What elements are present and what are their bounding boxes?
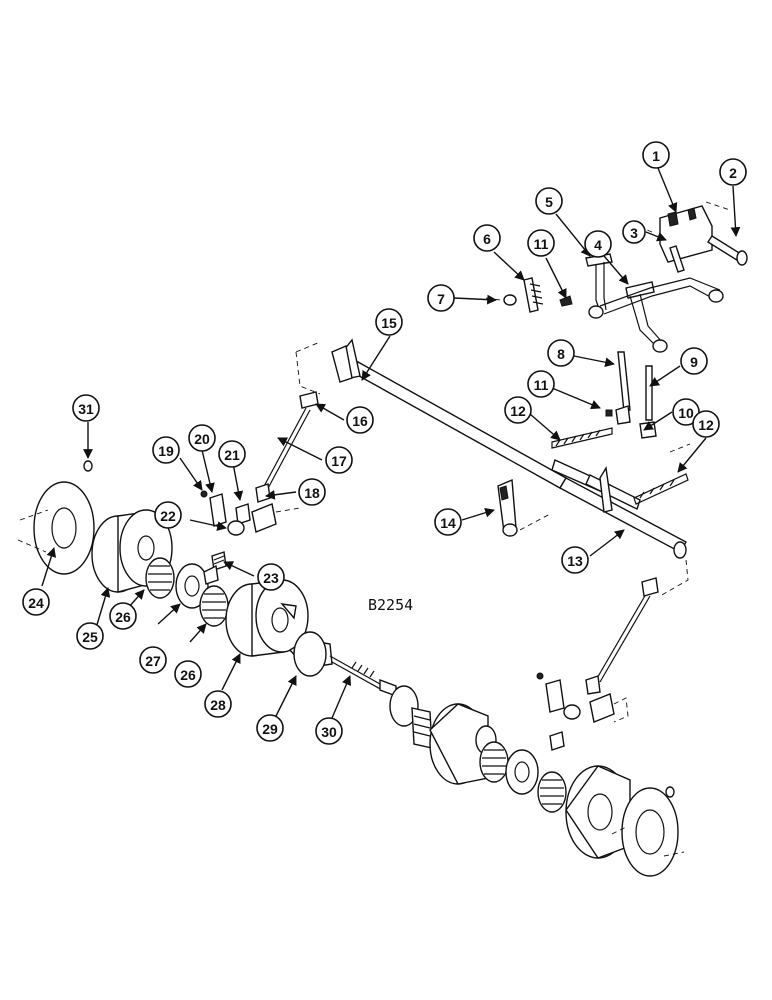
svg-text:20: 20 (194, 431, 210, 447)
svg-text:27: 27 (145, 653, 161, 669)
svg-text:21: 21 (224, 447, 240, 463)
svg-text:15: 15 (381, 315, 397, 331)
svg-text:16: 16 (352, 413, 368, 429)
svg-text:28: 28 (210, 697, 226, 713)
svg-text:18: 18 (304, 485, 320, 501)
callout-5: 5 (535, 187, 563, 215)
callout-7: 7 (427, 284, 455, 312)
figure-code: B2254 (368, 596, 413, 614)
svg-text:24: 24 (28, 595, 44, 611)
svg-text:13: 13 (567, 553, 583, 569)
svg-text:12: 12 (698, 417, 714, 433)
callout-14: 14 (434, 508, 462, 536)
callout-16: 16 (346, 406, 374, 434)
left-link-rod (251, 391, 319, 533)
svg-text:4: 4 (594, 237, 602, 253)
callout-22: 22 (154, 501, 182, 529)
svg-text:8: 8 (557, 346, 565, 362)
svg-text:26: 26 (115, 609, 131, 625)
svg-text:10: 10 (678, 405, 694, 421)
pedal-latch (485, 277, 573, 313)
svg-text:9: 9 (690, 354, 698, 370)
cross-shaft (295, 338, 689, 597)
pedal-bracket (631, 201, 748, 273)
svg-text:22: 22 (160, 508, 176, 524)
callout-15: 15 (375, 308, 403, 336)
svg-text:11: 11 (534, 236, 549, 252)
svg-text:5: 5 (545, 194, 553, 210)
callout-1: 1 (642, 141, 670, 169)
svg-text:11: 11 (534, 377, 549, 393)
left-small-parts (83, 460, 251, 571)
lever-14 (497, 478, 551, 537)
callout-20: 20 (188, 424, 216, 452)
svg-text:17: 17 (331, 453, 347, 469)
callout-11-lower: 11 (527, 370, 555, 398)
center-shaft (329, 655, 397, 698)
svg-text:3: 3 (630, 225, 638, 241)
callout-19: 19 (152, 436, 180, 464)
callout-3: 3 (622, 220, 646, 244)
svg-text:23: 23 (263, 570, 279, 586)
svg-text:14: 14 (440, 515, 456, 531)
left-brake-assembly (17, 481, 333, 677)
callout-12-right: 12 (692, 410, 720, 438)
callout-4: 4 (584, 230, 612, 258)
callout-18: 18 (298, 478, 326, 506)
callout-24: 24 (22, 588, 50, 616)
callout-31: 31 (72, 394, 100, 422)
svg-text:2: 2 (729, 165, 737, 181)
callout-2: 2 (719, 158, 747, 186)
callout-10: 10 (672, 398, 700, 426)
svg-text:7: 7 (437, 291, 445, 307)
callout-12-left: 12 (504, 396, 532, 424)
svg-text:31: 31 (78, 401, 94, 417)
right-linkage (536, 577, 659, 751)
svg-text:30: 30 (321, 724, 337, 740)
brake-pedals (585, 253, 724, 353)
svg-text:19: 19 (158, 443, 174, 459)
svg-text:29: 29 (262, 721, 278, 737)
callout-26-right: 26 (174, 660, 202, 688)
callout-17: 17 (325, 446, 353, 474)
callout-27: 27 (139, 646, 167, 674)
callout-30: 30 (315, 717, 343, 745)
right-brake-assembly (389, 685, 685, 877)
callout-26-left: 26 (109, 602, 137, 630)
callout-13: 13 (561, 546, 589, 574)
callout-21: 21 (218, 440, 246, 468)
callout-8: 8 (547, 339, 575, 367)
callout-23: 23 (257, 563, 285, 591)
svg-text:1: 1 (652, 148, 660, 164)
svg-text:12: 12 (510, 403, 526, 419)
callout-25: 25 (76, 622, 104, 650)
svg-text:6: 6 (483, 231, 491, 247)
svg-text:26: 26 (180, 667, 196, 683)
callout-29: 29 (256, 714, 284, 742)
callout-28: 28 (204, 690, 232, 718)
callout-9: 9 (680, 347, 708, 375)
callout-11-upper: 11 (527, 229, 555, 257)
leader-lines (41, 167, 741, 721)
svg-text:25: 25 (82, 629, 98, 645)
callout-6: 6 (473, 224, 501, 252)
